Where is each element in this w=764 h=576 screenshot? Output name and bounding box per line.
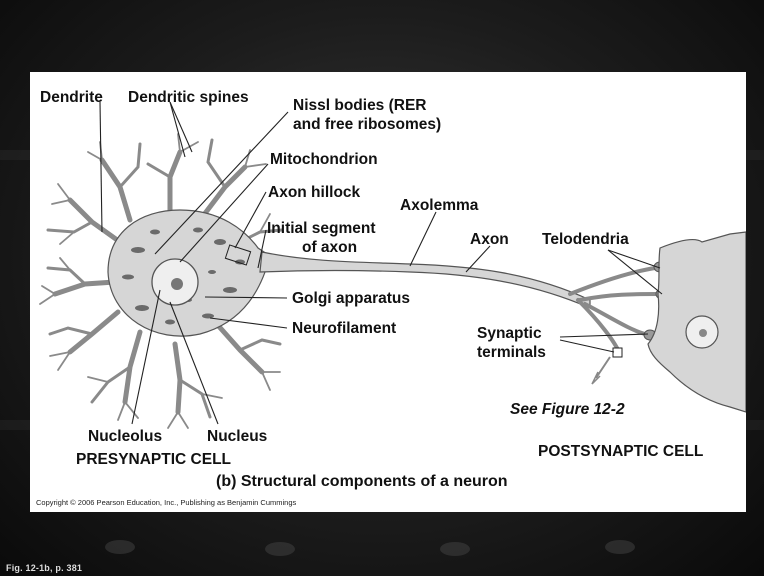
label-telodendria: Telodendria <box>542 231 629 248</box>
label-nucleolus: Nucleolus <box>88 428 162 445</box>
label-golgi: Golgi apparatus <box>292 290 410 307</box>
label-postsynaptic-cell: POSTSYNAPTIC CELL <box>538 443 703 460</box>
label-nissl-2: and free ribosomes) <box>293 116 441 133</box>
synapse-box <box>613 348 622 357</box>
copyright-notice: Copyright © 2006 Pearson Education, Inc.… <box>36 498 296 507</box>
label-dendrite: Dendrite <box>40 89 103 106</box>
label-dendritic-spines: Dendritic spines <box>128 89 249 106</box>
label-see-figure: See Figure 12-2 <box>510 401 625 418</box>
figure-panel: Dendrite Dendritic spines Nissl bodies (… <box>30 72 746 512</box>
label-mitochondrion: Mitochondrion <box>270 151 378 168</box>
label-synaptic-2: terminals <box>477 344 546 361</box>
label-nucleus: Nucleus <box>207 428 267 445</box>
label-presynaptic-cell: PRESYNAPTIC CELL <box>76 451 231 468</box>
label-initial-segment-2: of axon <box>302 239 357 256</box>
figure-caption: (b) Structural components of a neuron <box>216 473 508 490</box>
label-nissl-1: Nissl bodies (RER <box>293 97 427 114</box>
label-axon-hillock: Axon hillock <box>268 184 361 201</box>
label-initial-segment-1: Initial segment <box>267 220 376 237</box>
nucleolus <box>171 278 183 290</box>
neuron-diagram: Dendrite Dendritic spines Nissl bodies (… <box>30 72 746 512</box>
label-synaptic-1: Synaptic <box>477 325 542 342</box>
figure-reference: Fig. 12-1b, p. 381 <box>6 563 82 573</box>
telodendria <box>570 268 658 354</box>
label-neurofilament: Neurofilament <box>292 320 396 337</box>
label-axolemma: Axolemma <box>400 197 479 214</box>
label-axon: Axon <box>470 231 509 248</box>
